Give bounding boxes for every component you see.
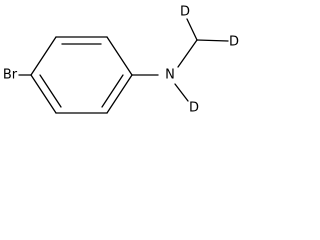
- bond-c4-c5: [106, 74, 133, 114]
- bond-c1-c2: [30, 36, 57, 76]
- bond-c3-c4: [106, 36, 133, 76]
- bond-n-ch2: [177, 39, 198, 68]
- chemical-structure-diagram: Br N D D D: [3, 5, 239, 116]
- atom-label-d-bottom: D: [189, 101, 199, 116]
- atom-label-d-right: D: [229, 35, 239, 50]
- bond-ch2-d-right: [196, 39, 229, 42]
- bond-n-d-bottom: [174, 83, 189, 102]
- bond-inner-c4-c5: [101, 74, 124, 108]
- atom-label-br: Br: [3, 68, 18, 83]
- bond-ch2-d-top: [186, 18, 198, 41]
- bond-c6-c1: [30, 74, 57, 114]
- bond-inner-c6-c1: [39, 74, 62, 108]
- atom-label-n: N: [165, 68, 175, 83]
- atom-label-d-top: D: [180, 5, 190, 20]
